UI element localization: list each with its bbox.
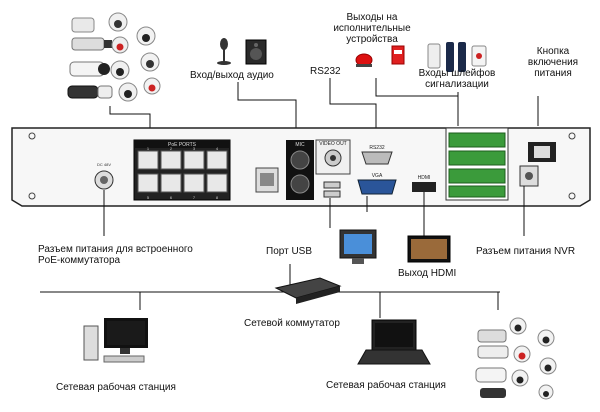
dc-panel-label: DC 48V (97, 162, 111, 167)
nvr-power-jack-label: Разъем питания NVR (476, 246, 576, 257)
vga-panel-label: VGA (372, 173, 383, 179)
bottom-wires (40, 186, 525, 318)
workstation-right-label: Сетевая рабочая станция (326, 380, 446, 391)
poe-port-number: 1 (147, 146, 150, 151)
poe-port-number: 5 (147, 195, 150, 200)
workstation-right-graphic (357, 319, 431, 365)
usb-port-label: Порт USB (266, 246, 313, 257)
ip-cameras-bottom (475, 317, 557, 400)
poe-port-number: 4 (216, 146, 219, 151)
power-button-label: Кнопка включения питания (527, 46, 579, 79)
audio-io-label: Вход/выход аудио (190, 70, 274, 81)
rs232-panel-label: RS232 (369, 145, 385, 151)
workstation-left-label: Сетевая рабочая станция (56, 382, 176, 393)
audio-devices (217, 38, 267, 65)
output-devices-label: Выходы на исполнительные устройства (333, 12, 411, 45)
hdmi-panel-label: HDMI (418, 175, 431, 181)
vga-monitor (339, 229, 377, 264)
network-switch-label: Сетевой коммутатор (244, 318, 340, 329)
output-devices (355, 45, 405, 67)
poe-port-number: 3 (193, 146, 196, 151)
poe-port-number: 6 (170, 195, 173, 200)
top-wires (109, 78, 539, 140)
nvr-rear-panel (11, 127, 591, 207)
alarm-sensors (427, 42, 487, 72)
rs232-label: RS232 (310, 66, 341, 77)
poe-port-number: 8 (216, 195, 219, 200)
mic-label: MIC (295, 142, 305, 148)
poe-port-number: 7 (193, 195, 196, 200)
hdmi-output-label: Выход HDMI (398, 268, 457, 279)
hdmi-monitor (407, 235, 451, 263)
video-out-label: VIDEO OUT (319, 141, 347, 147)
poe-ports-label: PoE PORTS (168, 142, 197, 148)
ip-cameras-top (67, 12, 161, 102)
network-switch (274, 277, 342, 304)
poe-power-jack-label: Разъем питания для встроенного PoE-комму… (38, 244, 193, 266)
poe-port-number: 2 (170, 146, 173, 151)
workstation-left-graphic (83, 318, 148, 363)
alarm-inputs-label: Входы шлейфов сигнализации (418, 68, 496, 90)
